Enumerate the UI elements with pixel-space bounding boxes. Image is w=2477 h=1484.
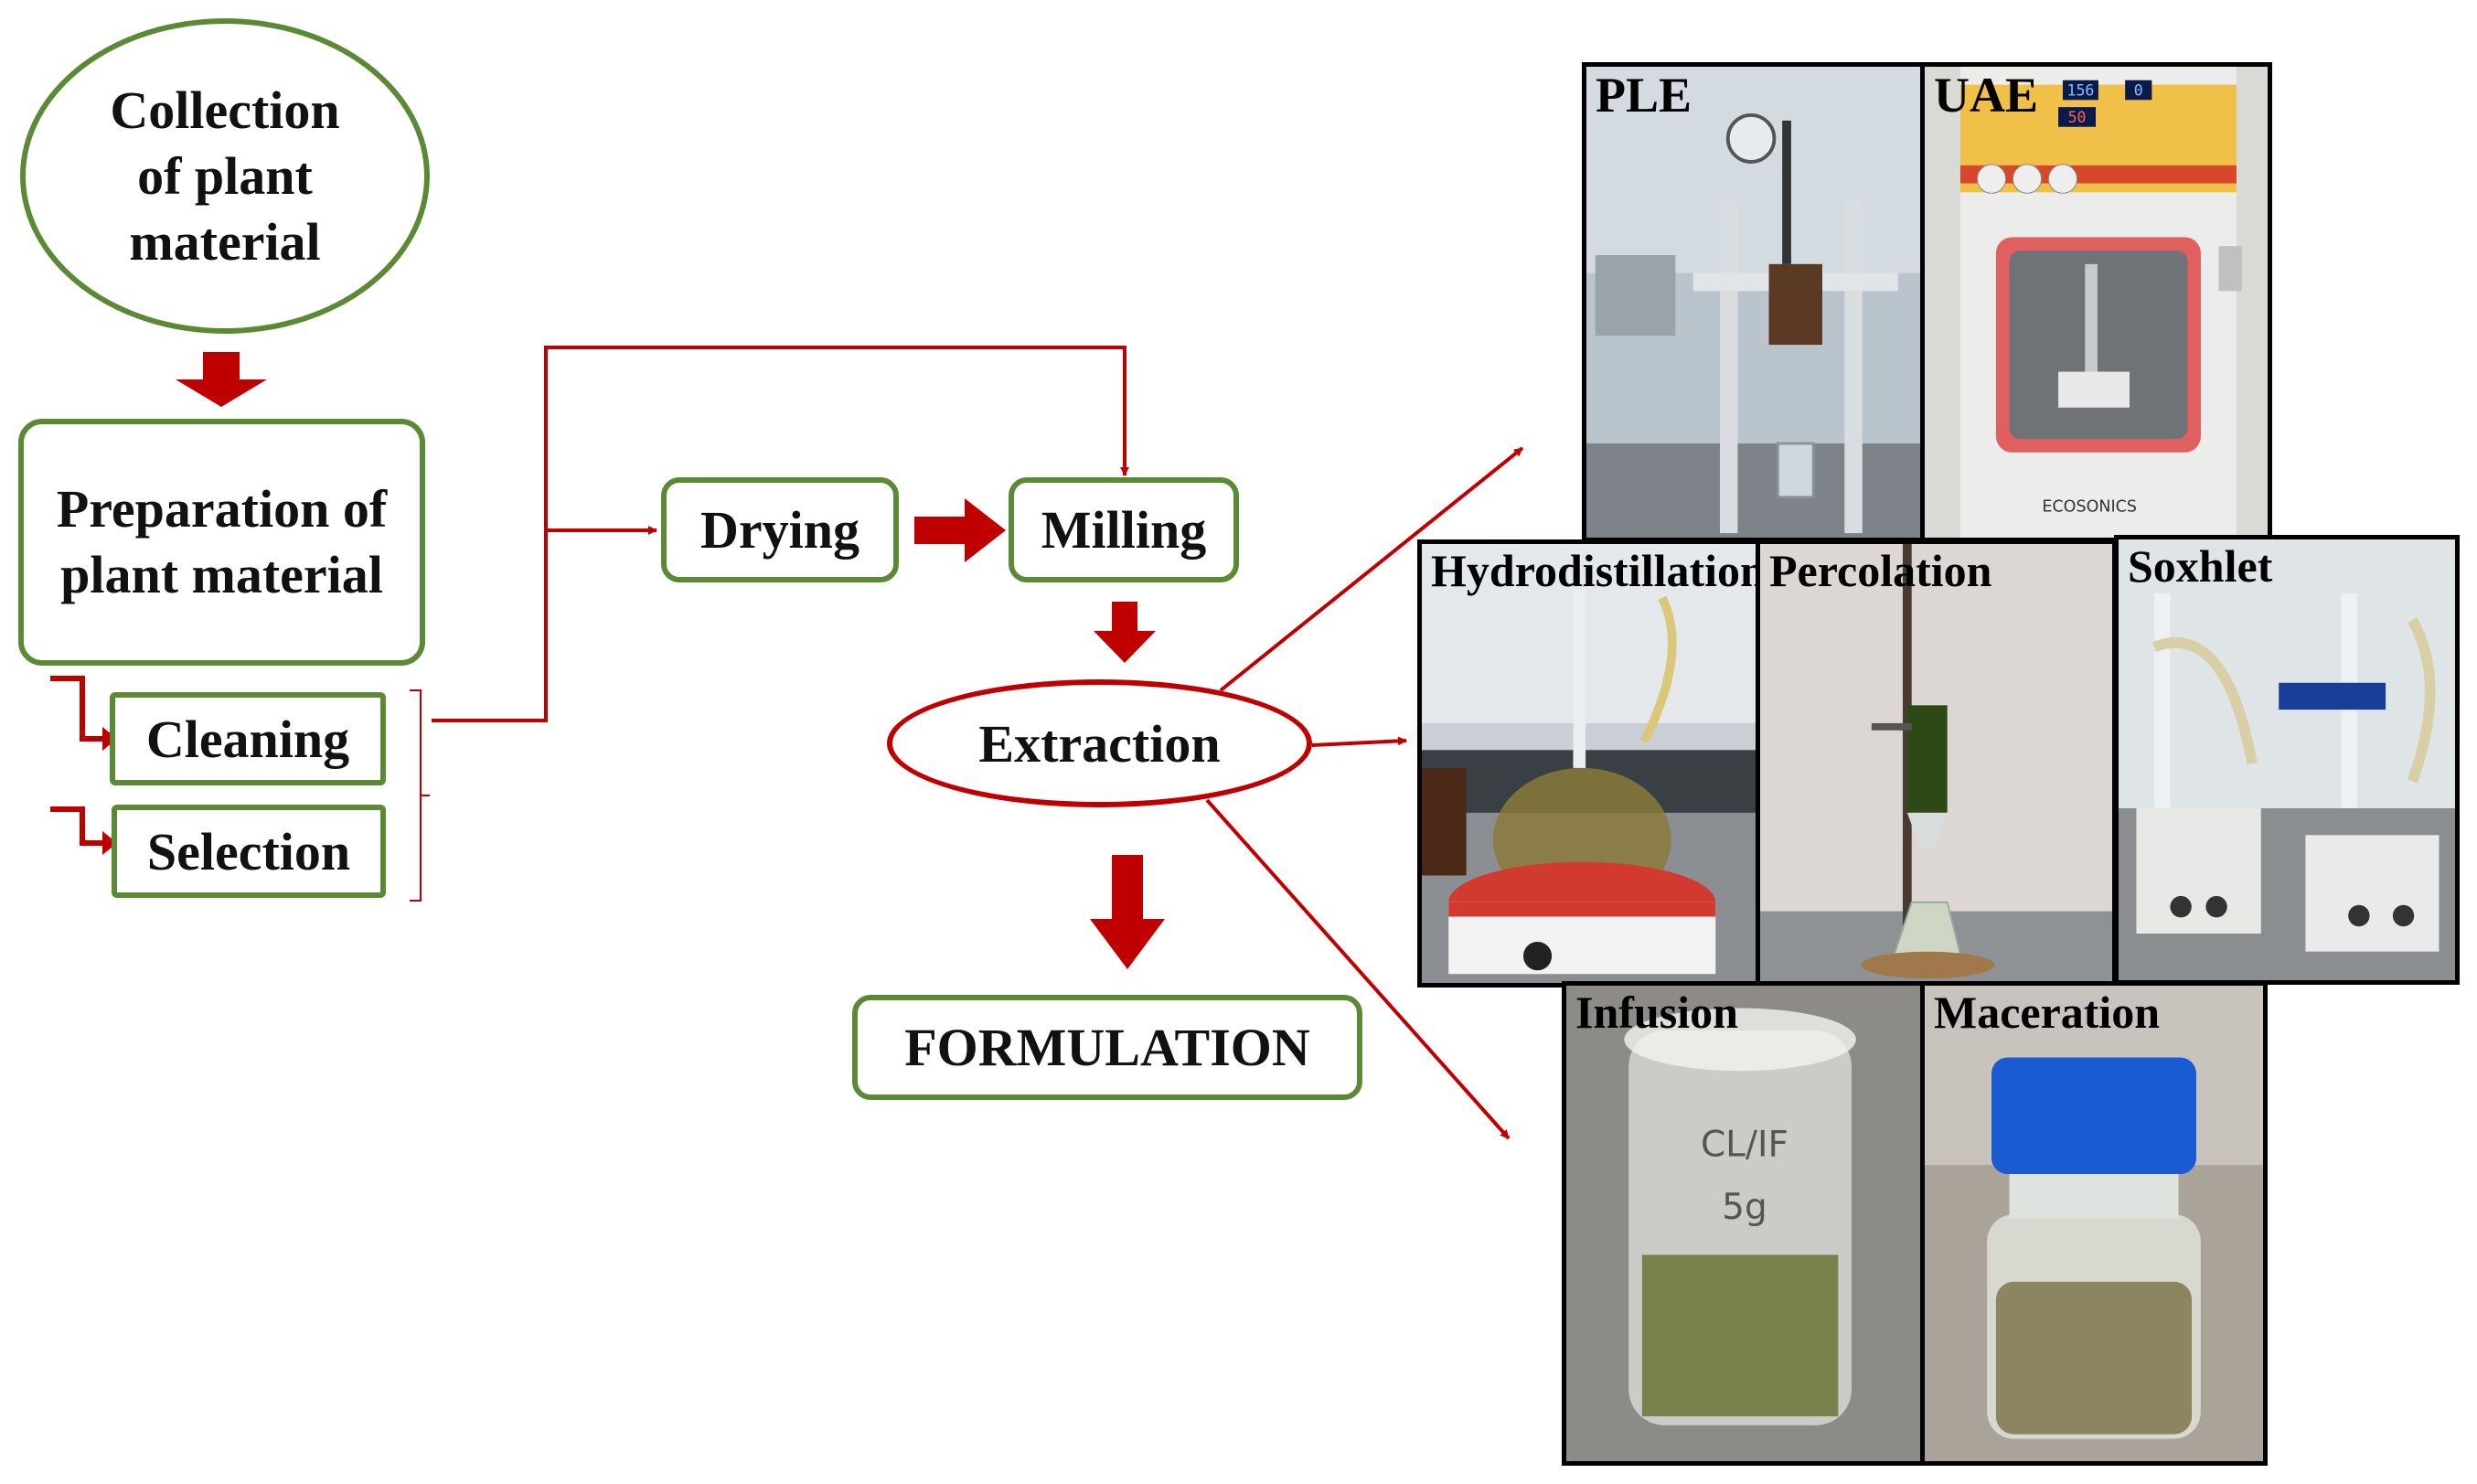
uae-apparatus-image: 156 0 50 ECOSONICS [1925, 67, 2268, 538]
collection-node: Collection of plant material [20, 18, 430, 334]
hydrodistillation-apparatus-image [1422, 544, 1758, 983]
percolation-apparatus-image [1760, 544, 2112, 983]
arrow-extraction-to-middle [1311, 736, 1407, 747]
maceration-bottle-image [1925, 986, 2263, 1461]
formulation-node: FORMULATION [852, 995, 1362, 1100]
infusion-beaker-image: CL/IF 5g [1566, 986, 1921, 1461]
uae-label: UAE [1934, 68, 2039, 123]
selection-label: Selection [146, 821, 351, 881]
uae-display-1: 156 [2067, 81, 2095, 99]
cleaning-label: Cleaning [145, 709, 350, 769]
maceration-label: Maceration [1934, 987, 2161, 1038]
brace [410, 689, 430, 902]
milling-label: Milling [1041, 500, 1207, 560]
soxhlet-apparatus-image [2119, 539, 2455, 980]
formulation-label: FORMULATION [904, 1018, 1310, 1077]
drying-node: Drying [661, 477, 899, 582]
uae-display-3: 50 [2068, 109, 2087, 126]
collection-label: Collection of plant material [110, 80, 340, 272]
hydrodistillation-label: Hydrodistillation [1431, 545, 1763, 596]
uae-display-2: 0 [2134, 81, 2143, 99]
infusion-label: Infusion [1575, 987, 1738, 1038]
infusion-label-text-2: 5g [1722, 1187, 1767, 1228]
photo-hydrodistillation: Hydrodistillation [1417, 539, 1763, 988]
elbow-arrow-cleaning [50, 676, 108, 742]
milling-node: Milling [1009, 477, 1239, 582]
percolation-label: Percolation [1769, 545, 1992, 596]
arrow-extraction-to-ple [1219, 446, 1524, 692]
arrow-extraction-to-infusion [1205, 798, 1511, 1140]
ple-label: PLE [1596, 68, 1692, 123]
arrow-extraction-to-formulation [1090, 855, 1165, 969]
infusion-label-text-1: CL/IF [1701, 1124, 1788, 1165]
photo-uae: 156 0 50 ECOSONICS UAE [1920, 62, 2272, 542]
photo-soxhlet: Soxhlet [2114, 535, 2460, 985]
photo-percolation: Percolation [1756, 539, 2117, 988]
photo-infusion: CL/IF 5g Infusion [1562, 981, 1926, 1466]
extraction-node: Extraction [887, 679, 1312, 807]
arrow-collection-to-preparation [176, 352, 267, 407]
extraction-label: Extraction [978, 713, 1221, 774]
ple-apparatus-image [1586, 67, 1922, 538]
uae-brand-text: ECOSONICS [2042, 497, 2137, 516]
selection-node: Selection [112, 805, 386, 898]
connector-to-drying [432, 346, 1129, 722]
elbow-arrow-selection [50, 806, 108, 846]
arrow-milling-to-extraction [1094, 602, 1156, 663]
photo-ple: PLE [1582, 62, 1927, 542]
drying-label: Drying [700, 500, 859, 560]
arrow-drying-to-milling [914, 498, 1006, 562]
cleaning-node: Cleaning [110, 692, 386, 785]
preparation-label: Preparation of plant material [56, 479, 388, 604]
photo-maceration: Maceration [1920, 981, 2268, 1466]
soxhlet-label: Soxhlet [2128, 540, 2273, 592]
preparation-node: Preparation of plant material [18, 419, 425, 666]
